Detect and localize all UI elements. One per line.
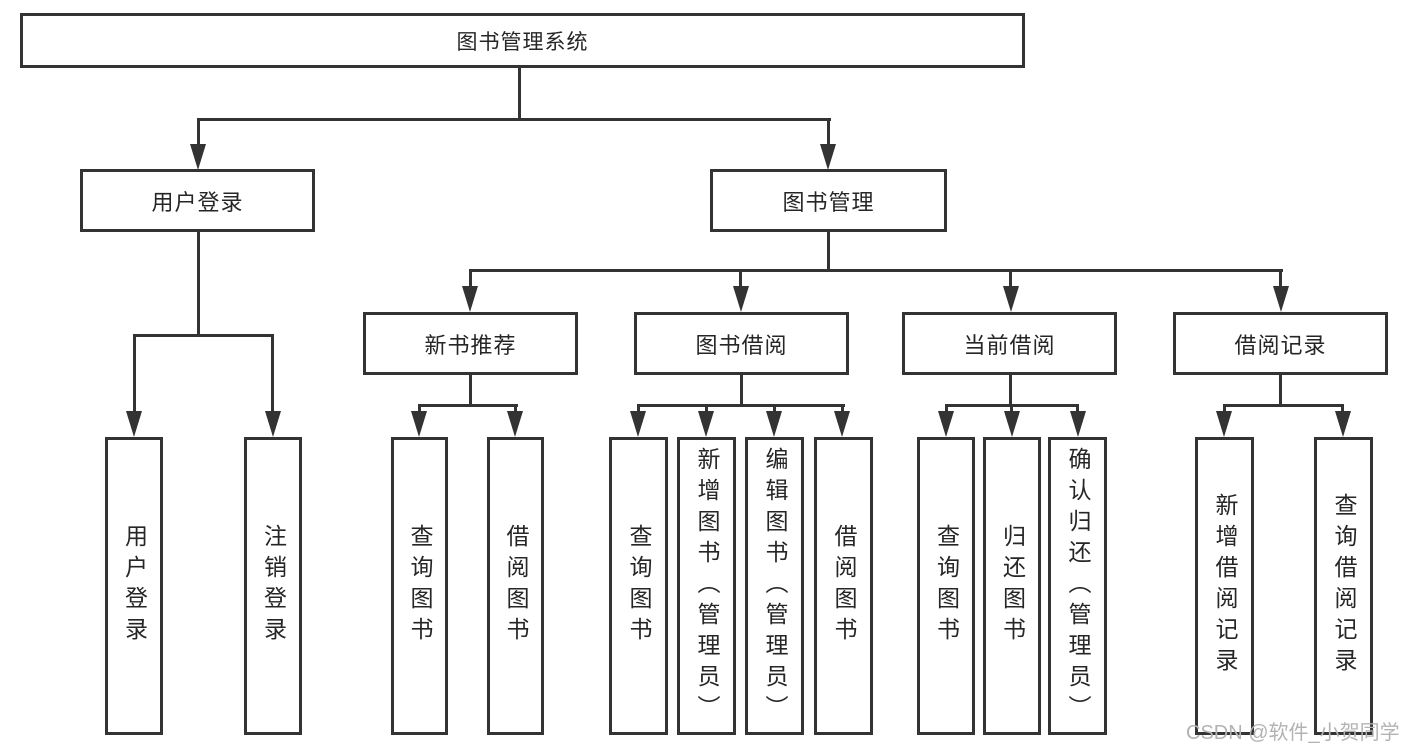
connector-line (1223, 404, 1226, 414)
node-current-borrowing: 当前借阅 (902, 312, 1117, 375)
connector-line (133, 334, 274, 337)
connector-line (705, 404, 708, 414)
leaf-user-login: 用户登录 (105, 437, 163, 735)
leaf-records-query-record: 查询借阅记录 (1314, 437, 1373, 735)
connector-line (197, 232, 200, 336)
connector-line (1341, 404, 1344, 414)
connector-line (271, 334, 274, 413)
node-borrowing-records: 借阅记录 (1173, 312, 1388, 375)
connector-line (739, 269, 742, 288)
connector-line (197, 118, 831, 121)
connector-line (637, 404, 640, 414)
leaf-current-confirm-return-admin: 确认归还（管理员） (1048, 437, 1107, 735)
connector-line (1009, 269, 1012, 288)
connector-line (1010, 404, 1013, 414)
leaf-recommend-query-books: 查询图书 (391, 437, 448, 735)
node-book-management: 图书管理 (710, 169, 947, 232)
arrow-down-icon (834, 411, 850, 437)
arrow-down-icon (733, 286, 749, 312)
connector-line (841, 404, 844, 414)
arrow-down-icon (1335, 411, 1351, 437)
connector-line (827, 232, 830, 271)
connector-line (418, 404, 518, 407)
leaf-recommend-borrow-books: 借阅图书 (487, 437, 544, 735)
node-user-login: 用户登录 (80, 169, 315, 232)
connector-line (1279, 269, 1282, 288)
arrow-down-icon (190, 144, 206, 170)
arrow-down-icon (126, 411, 142, 437)
arrow-down-icon (411, 411, 427, 437)
connector-line (827, 118, 830, 146)
connector-line (418, 404, 421, 414)
connector-line (469, 375, 472, 406)
connector-line (1009, 375, 1012, 406)
connector-line (945, 404, 948, 414)
arrow-down-icon (820, 144, 836, 170)
arrow-down-icon (630, 411, 646, 437)
connector-line (133, 334, 136, 413)
connector-line (637, 404, 845, 407)
arrow-down-icon (1273, 286, 1289, 312)
connector-line (1076, 404, 1079, 414)
leaf-logout: 注销登录 (244, 437, 302, 735)
leaf-borrow-borrow-books: 借阅图书 (814, 437, 873, 735)
arrow-down-icon (507, 411, 523, 437)
arrow-down-icon (462, 286, 478, 312)
connector-line (469, 269, 472, 288)
arrow-down-icon (1004, 411, 1020, 437)
connector-line (514, 404, 517, 414)
arrow-down-icon (698, 411, 714, 437)
arrow-down-icon (1216, 411, 1232, 437)
leaf-current-query-books: 查询图书 (917, 437, 975, 735)
connector-line (740, 375, 743, 406)
arrow-down-icon (1070, 411, 1086, 437)
connector-line (1223, 404, 1344, 407)
leaf-borrow-edit-books-admin: 编辑图书（管理员） (745, 437, 804, 735)
arrow-down-icon (938, 411, 954, 437)
leaf-current-return-books: 归还图书 (983, 437, 1041, 735)
connector-line (773, 404, 776, 414)
watermark: CSDN @软件_小贺同学 (1186, 722, 1400, 744)
connector-line (1279, 375, 1282, 406)
node-book-borrowing: 图书借阅 (634, 312, 849, 375)
connector-line (469, 269, 1283, 272)
leaf-borrow-query-books: 查询图书 (609, 437, 668, 735)
connector-line (197, 118, 200, 146)
arrow-down-icon (265, 411, 281, 437)
connector-line (518, 68, 521, 120)
arrow-down-icon (1003, 286, 1019, 312)
node-new-book-recommend: 新书推荐 (363, 312, 578, 375)
leaf-borrow-add-books-admin: 新增图书（管理员） (677, 437, 736, 735)
arrow-down-icon (766, 411, 782, 437)
node-library-management-system: 图书管理系统 (20, 13, 1025, 68)
leaf-records-add-record: 新增借阅记录 (1195, 437, 1254, 735)
